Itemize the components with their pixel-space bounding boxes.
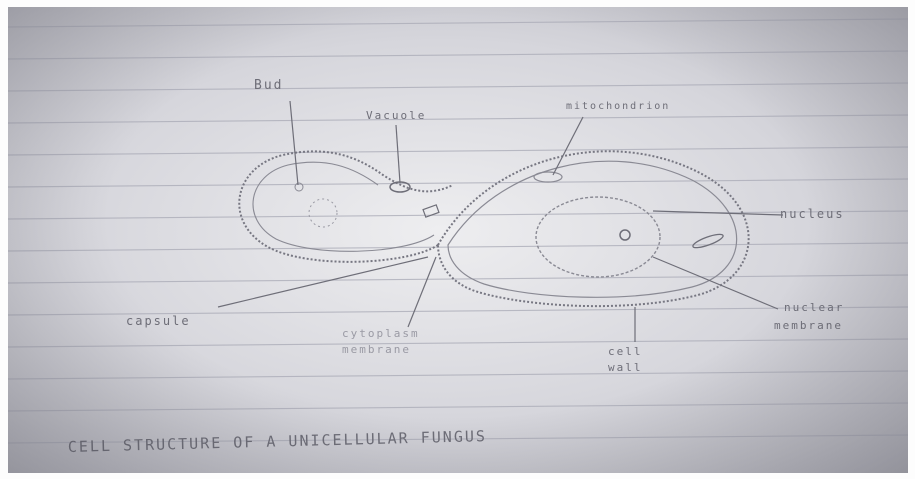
label-mitochondrion: mitochondrion: [566, 101, 670, 112]
diagram-caption: CELL STRUCTURE OF A UNICELLULAR FUNGUS: [68, 427, 487, 456]
bud-inner-outline: [253, 162, 434, 251]
bud-granules: [309, 199, 337, 227]
bud-leader-line: [290, 101, 298, 185]
label-cytoplasm-2: membrane: [342, 343, 411, 356]
label-nuclear-membrane-1: nuclear: [784, 301, 844, 314]
cytoplasm-leader-line: [408, 257, 436, 327]
nucleus-leader-line: [653, 211, 783, 215]
mitochondrion-leader-line: [553, 117, 583, 175]
nucleolus: [620, 230, 630, 240]
capsule-leader-line: [218, 257, 428, 307]
label-nuclear-membrane-2: membrane: [774, 319, 843, 332]
label-cell-wall-2: wall: [608, 361, 643, 374]
organelle-oval: [692, 232, 725, 250]
label-bud: Bud: [254, 78, 283, 93]
label-nucleus: nucleus: [780, 207, 845, 221]
cell-wall-outline: [438, 151, 749, 306]
vacuole-leader-line: [396, 125, 400, 183]
bud-granule: [295, 183, 303, 191]
organelle-box: [423, 205, 439, 217]
label-cytoplasm-1: cytoplasm: [342, 327, 420, 340]
label-vacuole: Vacuole: [366, 109, 426, 122]
nucleus: [536, 197, 660, 277]
label-capsule: capsule: [126, 314, 191, 328]
notebook-paper: Bud Vacuole mitochondrion nucleus nuclea…: [8, 7, 908, 473]
mitochondrion-shape: [534, 172, 562, 182]
cell-diagram: Bud Vacuole mitochondrion nucleus nuclea…: [8, 7, 908, 473]
label-cell-wall-1: cell: [608, 345, 643, 358]
